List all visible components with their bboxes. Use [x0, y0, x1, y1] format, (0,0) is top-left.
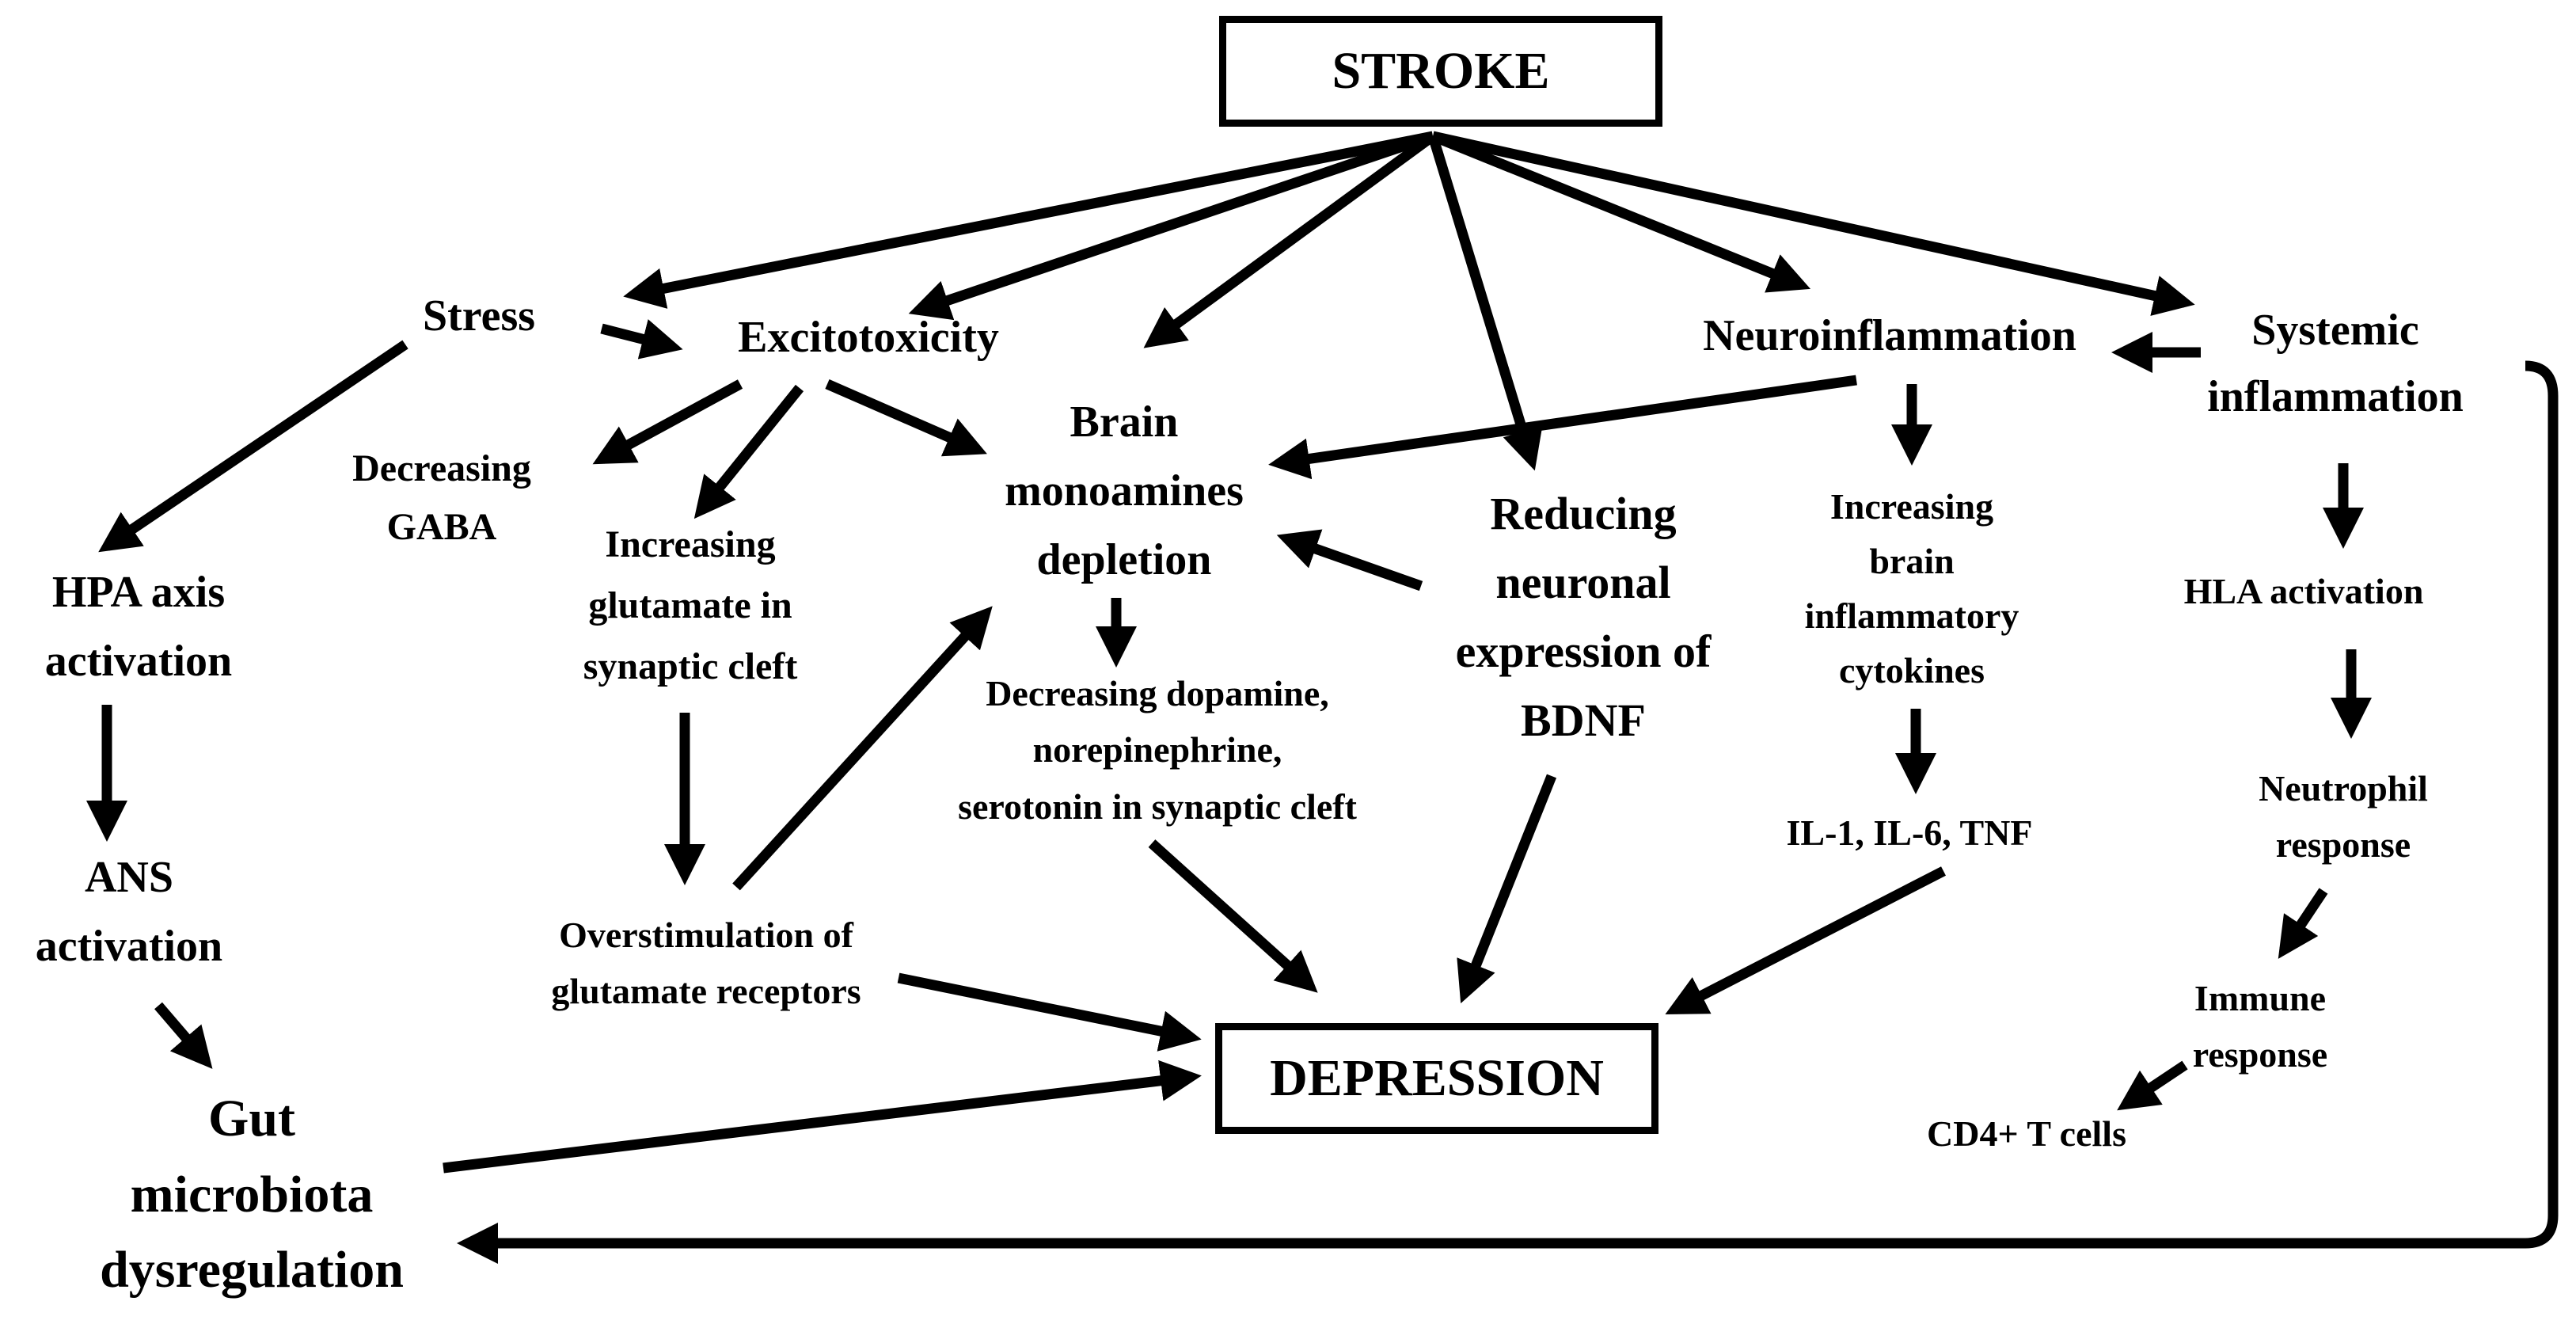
arrow-neuroinflam-to-monoamines — [1268, 375, 1857, 480]
arrow-excito-to-glutamate — [693, 384, 804, 519]
arrow-overstim-to-depression — [897, 972, 1202, 1052]
depression-label: DEPRESSION — [1270, 1049, 1604, 1107]
ans-activation-node: ANS activation — [35, 853, 223, 971]
arrow-stroke-to-excitotoxicity — [908, 131, 1435, 321]
arrow-excito-to-monoamines — [825, 379, 987, 457]
immune-response-node: Immune response — [2192, 978, 2328, 1075]
arrow-stroke-to-stress — [623, 131, 1434, 309]
stroke-label: STROKE — [1332, 42, 1550, 100]
depression-box: DEPRESSION — [1215, 1023, 1658, 1134]
neutrophil-response-node: Neutrophil response — [2259, 768, 2428, 866]
overstimulation-node: Overstimulation of glutamate receptors — [551, 915, 861, 1012]
arrow-overstim-to-monoamines — [732, 606, 993, 891]
increasing-glutamate-node: Increasing glutamate in synaptic cleft — [583, 523, 798, 687]
arrow-bdnf-to-monoamines — [1276, 529, 1423, 592]
arrow-bdnf-to-depression — [1457, 774, 1557, 1004]
arrow-stroke-to-brain-monoamines — [1143, 131, 1436, 348]
arrow-stroke-to-neuroinflammation — [1430, 131, 1811, 293]
arrow-stroke-to-systemic — [1431, 131, 2195, 316]
arrow-gut-to-depression — [443, 1060, 1202, 1174]
neuroinflammation-node: Neuroinflammation — [1703, 311, 2076, 360]
increasing-cytokines-node: Increasing brain inflammatory cytokines — [1804, 486, 2019, 691]
arrow-immune-to-cd4 — [2117, 1060, 2188, 1111]
hpa-axis-node: HPA axis activation — [44, 568, 233, 686]
arrow-dopamine-to-depression — [1148, 839, 1318, 993]
hla-activation-node: HLA activation — [2183, 571, 2424, 611]
arrow-ans-to-gut — [154, 1002, 213, 1069]
brain-monoamines-node: Brain monoamines depletion — [1005, 398, 1244, 584]
cd4-tcells-node: CD4+ T cells — [1927, 1113, 2126, 1154]
arrow-il-to-depression — [1665, 866, 1946, 1014]
decreasing-dopamine-node: Decreasing dopamine, norepinephrine, ser… — [958, 673, 1357, 827]
il-tnf-node: IL-1, IL-6, TNF — [1786, 812, 2033, 853]
reducing-bdnf-node: Reducing neuronal expression of BDNF — [1455, 488, 1712, 746]
stress-node: Stress — [422, 291, 536, 341]
decreasing-gaba-node: Decreasing GABA — [352, 447, 531, 549]
arrow-stress-to-excitotoxicity — [600, 319, 683, 360]
arrow-stress-to-hpa — [98, 340, 408, 553]
arrow-systemic-to-gut-feedback — [457, 360, 2559, 1264]
arrow-neutrophil-to-immune — [2278, 888, 2328, 959]
excitotoxicity-node: Excitotoxicity — [738, 313, 999, 362]
gut-microbiota-node: Gut microbiota dysregulation — [100, 1090, 404, 1299]
arrow-excito-to-gaba — [592, 379, 743, 465]
arrow-stroke-to-reducing-bdnf — [1427, 135, 1543, 471]
stroke-box: STROKE — [1219, 16, 1662, 127]
systemic-inflammation-node: Systemic inflammation — [2207, 306, 2464, 421]
